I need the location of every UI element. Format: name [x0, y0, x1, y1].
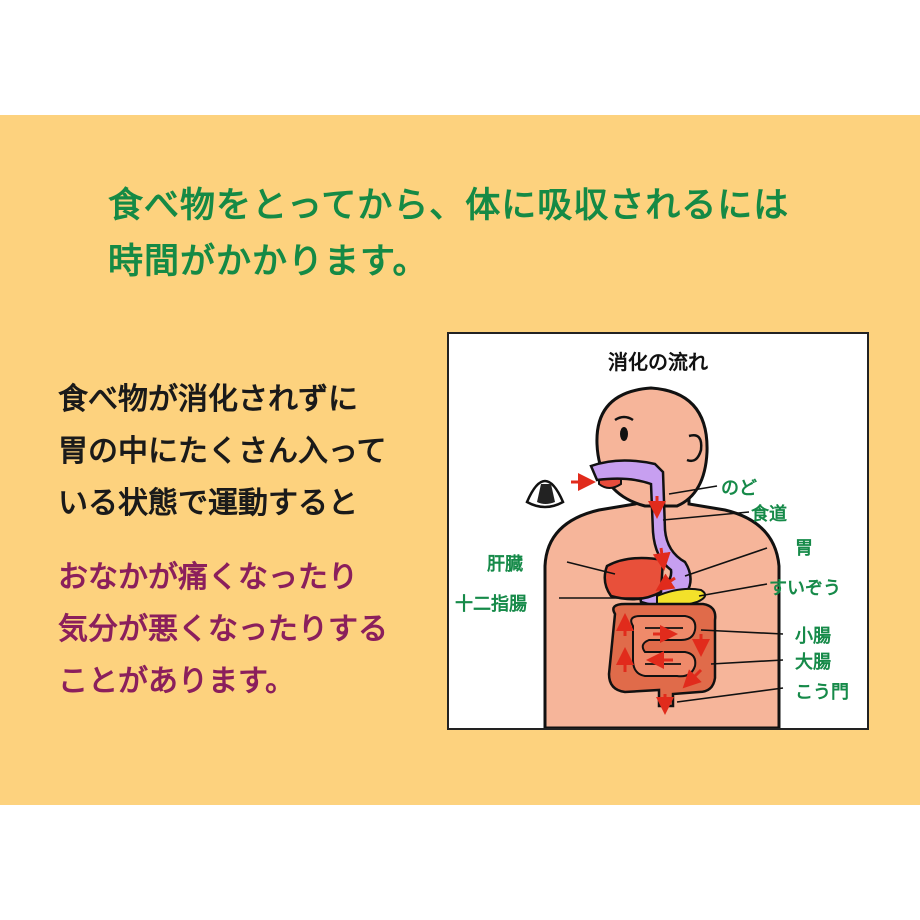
leader-lines — [559, 485, 784, 703]
label-liver: 肝臓 — [487, 554, 523, 575]
consequence-line-2: 気分が悪くなったりする — [58, 612, 388, 647]
arrow-down-stomach — [652, 547, 671, 571]
label-pancreas: すいぞう — [769, 578, 841, 599]
nori-wrap — [537, 484, 555, 504]
headline: 食べ物をとってから、体に吸収されるには 時間がかかります。 — [108, 178, 789, 290]
label-esophagus: 食道 — [751, 504, 787, 525]
label-large-intestine: 大腸 — [795, 652, 831, 673]
label-duodenum: 十二指腸 — [455, 594, 527, 615]
consequence-text: おなかが痛くなったり 気分が悪くなったりする ことがあります。 — [58, 552, 388, 708]
figure-title: 消化の流れ — [608, 350, 708, 374]
label-small-intestine: 小腸 — [795, 626, 831, 647]
consequence-line-1: おなかが痛くなったり — [58, 560, 358, 595]
consequence-line-3: ことがあります。 — [58, 664, 295, 699]
label-anus: こう門 — [795, 682, 849, 703]
condition-line-3: いる状態で運動すると — [58, 486, 358, 521]
label-stomach: 胃 — [795, 538, 813, 559]
condition-line-2: 胃の中にたくさん入って — [58, 434, 387, 469]
arrow-stomach-exit — [655, 573, 676, 591]
headline-line-1: 食べ物をとってから、体に吸収されるには — [108, 186, 790, 226]
exercise-condition-text: 食べ物が消化されずに 胃の中にたくさん入って いる状態で運動すると — [58, 374, 387, 530]
ear — [686, 434, 703, 463]
eyebrow — [614, 415, 634, 422]
liver — [603, 556, 665, 601]
arrow-intestine-6 — [682, 668, 703, 689]
label-throat: のど — [721, 478, 757, 499]
digestion-illustration — [525, 386, 784, 728]
eye — [620, 427, 628, 441]
condition-line-1: 食べ物が消化されずに — [58, 382, 358, 417]
digestion-figure: 消化の流れ のど 食道 胃 すいぞう 肝臓 十二指腸 小腸 大腸 こう門 — [447, 332, 869, 730]
headline-line-2: 時間がかかります。 — [108, 242, 429, 282]
